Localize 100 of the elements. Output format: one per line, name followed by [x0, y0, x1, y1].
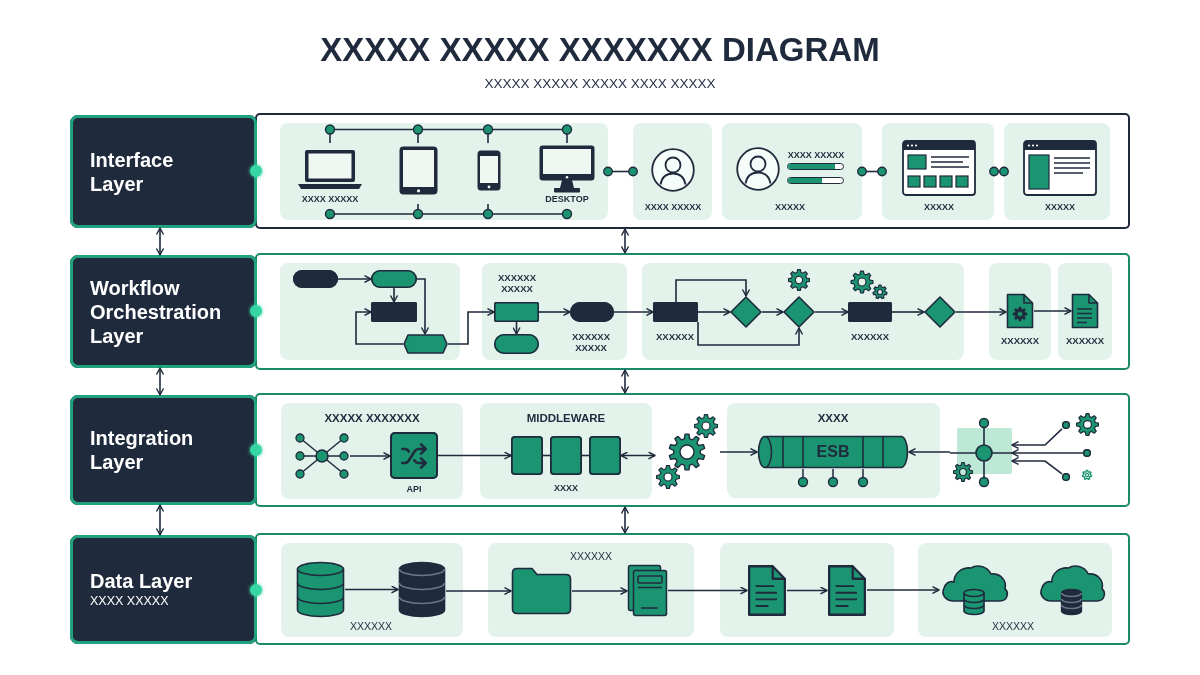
group-panel [720, 543, 894, 637]
hexagon-shape [403, 334, 448, 354]
group-panel [722, 123, 862, 220]
layer-title: Integration Layer [90, 426, 195, 474]
terminator-pill [570, 302, 614, 322]
diagram-subtitle: XXXXX XXXXX XXXXX XXXX XXXXX [484, 76, 716, 92]
arrow [349, 452, 391, 460]
caption-text: XXXX [554, 483, 578, 493]
double-arrow [156, 367, 164, 396]
group-panel [480, 403, 652, 499]
network-hub-icon [294, 433, 350, 479]
decision-diamond [783, 296, 815, 328]
layer-subtitle: XXXX XXXXX [90, 593, 169, 610]
module-block [589, 436, 621, 475]
terminator-pill [371, 270, 417, 288]
arrow [891, 308, 925, 316]
connector-line [581, 454, 590, 457]
layer-card [70, 255, 257, 368]
layer-title: Interface Layer [90, 147, 175, 196]
arrow [1011, 428, 1063, 449]
arrow [955, 308, 1007, 316]
layer-band [255, 393, 1130, 507]
caption-text: XXXX XXXXX [301, 193, 359, 204]
caption-text: XXXXXX [1001, 334, 1039, 346]
caption-text: XXXXXX XXXXX [497, 272, 537, 294]
arrow [1033, 307, 1072, 315]
caption-text: XXXXXX [350, 620, 392, 632]
group-panel [1004, 123, 1110, 220]
caption-text: XXXXXX [656, 330, 694, 342]
caption-text: XXXX XXXXX [787, 150, 845, 160]
gears-icon [655, 413, 720, 491]
group-panel [633, 123, 712, 220]
caption-text: XXXXXX [1066, 334, 1104, 346]
caption-text: XXXXXX [570, 550, 612, 562]
document-icon [827, 564, 867, 617]
group-panel [281, 543, 463, 637]
endpoint-dot [1062, 473, 1070, 481]
module-block [511, 436, 543, 475]
group-panel [280, 123, 608, 220]
arrow [437, 451, 512, 460]
arrow [447, 308, 495, 345]
arrow [697, 321, 803, 346]
database-icon [398, 561, 446, 618]
document-gear-icon [1006, 293, 1034, 329]
caption-text: XXXX XXXXX [644, 202, 702, 212]
caption-text: XXXXXX [992, 620, 1034, 632]
arrow [445, 587, 512, 595]
diagram-title: XXXXX XXXXX XXXXXXX DIAGRAM [320, 31, 880, 69]
heading-text: XXXXX XXXXXXX [324, 411, 420, 425]
process-box [653, 302, 698, 322]
arrow [538, 308, 571, 316]
group-panel [727, 403, 940, 498]
group-panel [281, 403, 463, 499]
double-arrow [156, 227, 164, 256]
layer-card [70, 395, 257, 505]
process-box [371, 302, 417, 322]
endpoint-dot [1062, 421, 1070, 429]
double-arrow [621, 228, 629, 254]
dot-connector [989, 166, 1009, 177]
group-panel [482, 263, 627, 360]
group-panel [1058, 263, 1112, 360]
group-panel [642, 263, 964, 360]
heading-text: MIDDLEWARE [526, 411, 606, 425]
arrow [697, 308, 731, 316]
decision-diamond [730, 296, 762, 328]
arrow [908, 448, 951, 456]
layer-card [70, 535, 257, 644]
group-panel [882, 123, 994, 220]
double-arrow [156, 504, 164, 536]
arrow [786, 586, 828, 595]
caption-text: API [406, 484, 422, 494]
endpoint-dot [1083, 449, 1091, 457]
layer-title: Data Layer [90, 569, 193, 593]
arrow [667, 586, 748, 595]
process-box [494, 302, 539, 322]
database-icon [296, 561, 345, 618]
arrow [344, 585, 399, 594]
bus-label: ESB [816, 443, 850, 461]
arrow [761, 308, 784, 316]
arrow [416, 278, 429, 335]
arrow [866, 586, 940, 594]
caption-text: XXXXX [924, 202, 954, 212]
document-icon [1071, 293, 1099, 329]
arrow [571, 587, 628, 595]
arrow [355, 308, 404, 345]
terminator-pill [293, 270, 338, 288]
module-block [550, 436, 582, 475]
bus-cylinder [757, 435, 909, 469]
double-arrow [620, 451, 656, 460]
layer-card [70, 115, 257, 228]
group-panel [280, 263, 460, 360]
caption-text: XXXXX [1045, 202, 1075, 212]
double-arrow [621, 506, 629, 534]
decision-diamond [924, 296, 956, 328]
layer-band [255, 113, 1130, 229]
arrow [613, 308, 654, 316]
process-box [848, 302, 892, 322]
arrow [814, 308, 849, 316]
connector-line [542, 454, 551, 457]
caption-text: XXXXXX [851, 330, 889, 342]
